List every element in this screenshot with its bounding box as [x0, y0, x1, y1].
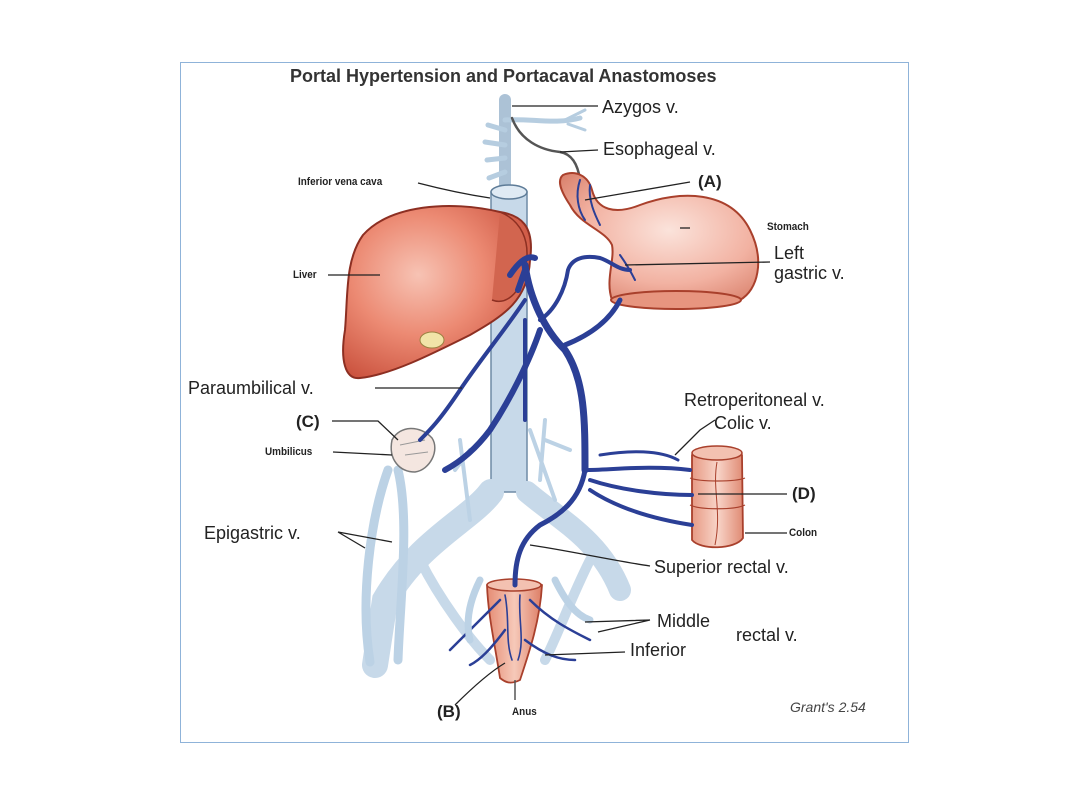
label-left: Left	[774, 243, 805, 263]
figure-frame	[180, 62, 909, 743]
label-d: (D)	[792, 484, 816, 503]
label-b: (B)	[437, 702, 461, 721]
portal-veins	[418, 179, 694, 667]
label-esophageal: Esophageal v.	[603, 139, 716, 159]
label-c: (C)	[296, 412, 320, 431]
umbilicus	[390, 427, 436, 473]
figure-credit: Grant's 2.54	[790, 699, 866, 715]
label-liver: Liver	[293, 269, 317, 281]
label-middle: Middle	[657, 611, 711, 631]
label-rectal: rectal v.	[736, 625, 798, 645]
label-retroperitoneal: Retroperitoneal v.	[684, 390, 825, 410]
liver	[342, 204, 532, 380]
label-superior-rectal: Superior rectal v.	[654, 557, 789, 577]
label-a: (A)	[698, 172, 722, 191]
leader-lines	[328, 105, 787, 706]
label-azygos: Azygos v.	[602, 97, 679, 117]
colon	[689, 445, 746, 549]
label-colon: Colon	[789, 527, 818, 539]
stomach	[558, 172, 760, 310]
label-ivc: Inferior vena cava	[298, 176, 383, 188]
label-anus: Anus	[512, 706, 537, 718]
label-paraumbilical: Paraumbilical v.	[188, 378, 314, 398]
esophageal-vein	[510, 116, 582, 182]
label-gastric: gastric v.	[774, 263, 845, 283]
retroperitoneal-veins	[453, 418, 572, 522]
rectum	[486, 578, 543, 700]
epigastric-vein	[361, 465, 409, 667]
rectal-systemic-veins	[464, 576, 594, 644]
label-colic: Colic v.	[714, 413, 772, 433]
label-umbilicus: Umbilicus	[265, 446, 313, 458]
figure-title: Portal Hypertension and Portacaval Anast…	[290, 66, 717, 86]
label-epigastric: Epigastric v.	[204, 523, 301, 543]
anatomy-illustration	[328, 94, 787, 706]
label-inferior: Inferior	[630, 640, 687, 660]
label-stomach: Stomach	[767, 221, 809, 233]
